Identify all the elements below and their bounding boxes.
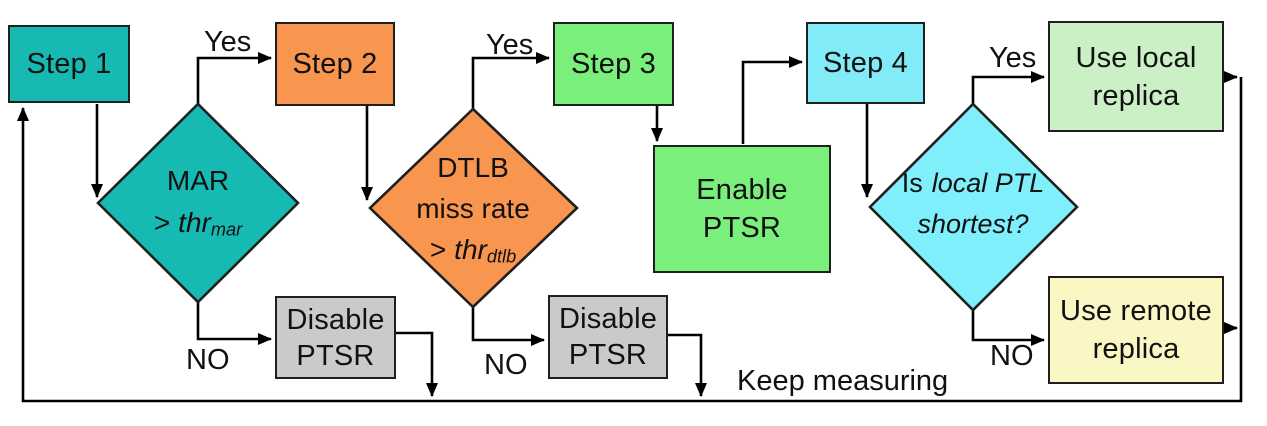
node-use-local-line1: Use local — [1075, 41, 1197, 74]
decision-dtlb-label: DTLB miss rate >thrdtlb — [373, 147, 573, 277]
node-disable-ptsr-2: Disable PTSR — [548, 295, 668, 379]
label-keep-measuring: Keep measuring — [737, 365, 949, 397]
node-step4: Step 4 — [806, 22, 925, 104]
label-no-ptl: NO — [990, 340, 1034, 372]
decision-dtlb-operator: > — [429, 234, 447, 265]
decision-dtlb-diamond — [368, 107, 579, 309]
decision-mar-diamond — [96, 102, 300, 304]
node-step2-label: Step 2 — [292, 48, 378, 80]
node-step1: Step 1 — [8, 25, 130, 103]
edges — [17, 52, 1243, 403]
node-enable-ptsr-line1: Enable — [696, 174, 788, 206]
node-disable-ptsr-2-line1: Disable — [558, 303, 658, 335]
edge-decision-dtlb-no-to-disable2 — [471, 307, 545, 346]
node-step2: Step 2 — [275, 22, 395, 106]
label-yes-dtlb: Yes — [486, 29, 534, 61]
node-step1-label: Step 1 — [26, 48, 112, 80]
decision-mar-operator: > — [153, 207, 171, 238]
decision-ptl-italic1: local PTL — [931, 168, 1045, 198]
decision-mar-line1: MAR — [166, 165, 230, 196]
node-disable-ptsr-1: Disable PTSR — [275, 296, 396, 379]
decision-dtlb-subscript: dtlb — [486, 246, 517, 267]
decision-dtlb-line1: DTLB — [437, 152, 509, 183]
decision-mar-label: MAR >thrmar — [98, 160, 298, 250]
label-yes-mar: Yes — [204, 26, 252, 58]
node-use-remote-replica: Use remote replica — [1048, 276, 1224, 384]
node-step3: Step 3 — [553, 22, 674, 106]
label-no-dtlb: NO — [484, 349, 528, 381]
label-yes-ptl: Yes — [989, 42, 1037, 74]
node-disable-ptsr-1-line1: Disable — [286, 303, 385, 336]
node-step4-label: Step 4 — [822, 47, 909, 79]
node-use-local-replica: Use local replica — [1048, 21, 1224, 132]
node-use-remote-line1: Use remote — [1060, 295, 1212, 327]
edge-decision-dtlb-yes-to-step3 — [471, 52, 550, 109]
node-use-remote-line2: replica — [1092, 333, 1180, 365]
edge-decision-ptl-no-to-use-remote — [971, 310, 1045, 346]
decision-mar-subscript: mar — [210, 219, 243, 240]
decision-diamonds — [96, 102, 1079, 312]
node-step3-label: Step 3 — [570, 48, 657, 80]
edge-disable1-to-loop — [396, 331, 438, 397]
node-disable-ptsr-2-line2: PTSR — [568, 339, 648, 371]
node-enable-ptsr: Enable PTSR — [653, 145, 831, 273]
edge-feedback-loop-to-step1 — [17, 77, 1243, 403]
edge-decision-mar-no-to-disable1 — [196, 302, 272, 345]
decision-dtlb-variable: thr — [454, 234, 487, 265]
decision-ptl-italic2: shortest? — [917, 209, 1029, 239]
decision-ptl-diamond — [868, 102, 1079, 312]
edge-decision-mar-yes-to-step2 — [196, 52, 272, 104]
edge-decision-ptl-yes-to-use-local — [971, 71, 1045, 104]
label-no-mar: NO — [186, 344, 230, 376]
node-enable-ptsr-line2: PTSR — [702, 212, 782, 244]
decision-ptl-label: Is local PTL shortest? — [868, 163, 1078, 245]
node-disable-ptsr-1-line2: PTSR — [296, 339, 375, 372]
edge-enable-ptsr-to-step4 — [741, 56, 803, 144]
edge-disable2-to-loop — [668, 333, 707, 397]
decision-dtlb-line2: miss rate — [416, 193, 530, 224]
decision-ptl-prefix: Is — [901, 168, 923, 198]
node-use-local-line2: replica — [1092, 79, 1180, 112]
decision-mar-variable: thr — [178, 207, 211, 238]
